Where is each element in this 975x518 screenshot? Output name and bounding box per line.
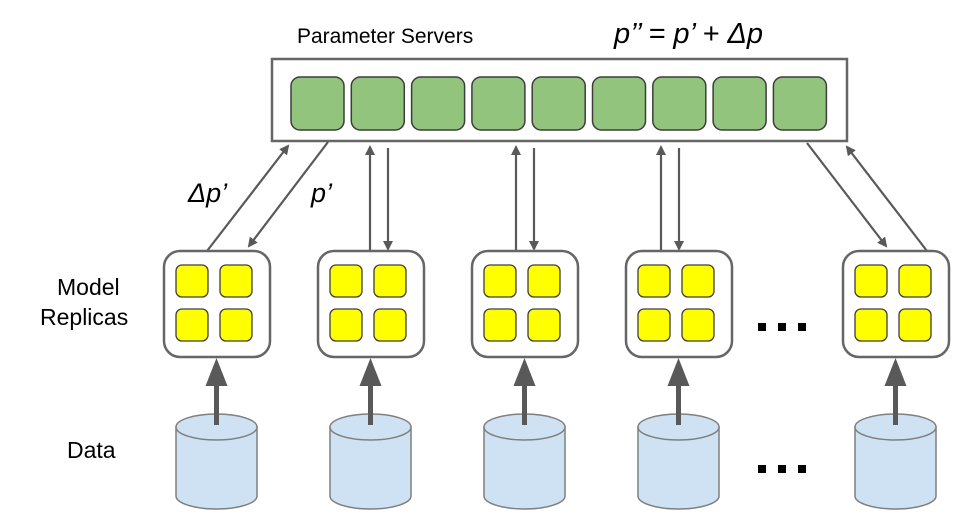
data-shard xyxy=(637,413,720,510)
model-replica xyxy=(470,249,580,359)
model-label: Model xyxy=(57,274,120,300)
replica-cell xyxy=(373,308,407,342)
replica-cell xyxy=(175,308,209,342)
data-shards xyxy=(175,413,937,510)
replica-cell xyxy=(681,264,715,298)
parameter-shard xyxy=(471,76,526,131)
ellipsis-dot xyxy=(798,323,806,331)
replica-5-push-arrow xyxy=(845,145,928,252)
param-fetch-label: p’ xyxy=(310,178,333,208)
ellipsis-dot xyxy=(778,323,786,331)
parameter-shard xyxy=(290,76,345,131)
data-shard xyxy=(854,413,937,510)
replica-cell xyxy=(898,308,932,342)
ellipsis-dot xyxy=(798,465,806,473)
cylinder-body xyxy=(483,426,566,510)
parameter-shard xyxy=(712,76,767,131)
data-shard xyxy=(483,413,566,510)
model-replica xyxy=(624,249,734,359)
data-shard xyxy=(329,413,412,510)
parameter-shard xyxy=(652,76,707,131)
parameter-servers-label: Parameter Servers xyxy=(297,25,473,48)
data-ellipsis xyxy=(758,465,806,473)
replica-cell xyxy=(681,308,715,342)
replica-cell xyxy=(527,264,561,298)
ellipsis-dot xyxy=(758,323,766,331)
model-replica xyxy=(316,249,426,359)
data-arrow-head xyxy=(205,358,228,386)
replica-cell xyxy=(219,264,253,298)
replica-cell xyxy=(637,308,671,342)
replica-1-fetch-arrow xyxy=(247,141,329,248)
gradient-push-label: Δp’ xyxy=(187,178,228,208)
parameter-shard xyxy=(410,76,466,131)
replicas-label: Replicas xyxy=(40,304,128,330)
replica-cell xyxy=(527,308,561,342)
replica-cell xyxy=(329,308,363,342)
parameter-shard xyxy=(531,76,586,131)
model-replica xyxy=(162,249,272,359)
replica-cell xyxy=(637,264,671,298)
replica-cell xyxy=(483,308,517,342)
ellipsis-dot xyxy=(758,465,766,473)
data-arrow-head xyxy=(359,358,382,386)
replica-5-fetch-arrow xyxy=(806,142,888,248)
replica-cell xyxy=(329,264,363,298)
replica-cell xyxy=(854,264,888,298)
replica-cell xyxy=(175,264,209,298)
model-replica xyxy=(841,249,951,359)
cylinder-body xyxy=(637,426,720,510)
data-shard xyxy=(175,413,258,510)
cylinder-body xyxy=(175,426,258,510)
parameter-server-shards xyxy=(290,76,828,131)
data-arrow-head xyxy=(513,358,536,386)
replica-cell xyxy=(854,308,888,342)
replica-cell xyxy=(483,264,517,298)
replica-cell xyxy=(373,264,407,298)
cylinder-body xyxy=(854,426,937,510)
parameter-shard xyxy=(591,76,647,131)
parameter-shard xyxy=(350,76,406,131)
model-replicas xyxy=(162,249,951,359)
parameter-shard xyxy=(772,76,828,131)
cylinder-body xyxy=(329,426,412,510)
data-feed-arrows xyxy=(205,358,907,425)
data-label: Data xyxy=(67,437,116,463)
replica-cell xyxy=(219,308,253,342)
data-arrow-head xyxy=(884,358,907,386)
replicas-ellipsis xyxy=(758,323,806,331)
update-rule-formula: p’’ = p’ + Δp xyxy=(613,18,763,50)
data-arrow-head xyxy=(667,358,690,386)
ellipsis-dot xyxy=(778,465,786,473)
replica-cell xyxy=(898,264,932,298)
replica-1-push-arrow xyxy=(206,144,290,252)
